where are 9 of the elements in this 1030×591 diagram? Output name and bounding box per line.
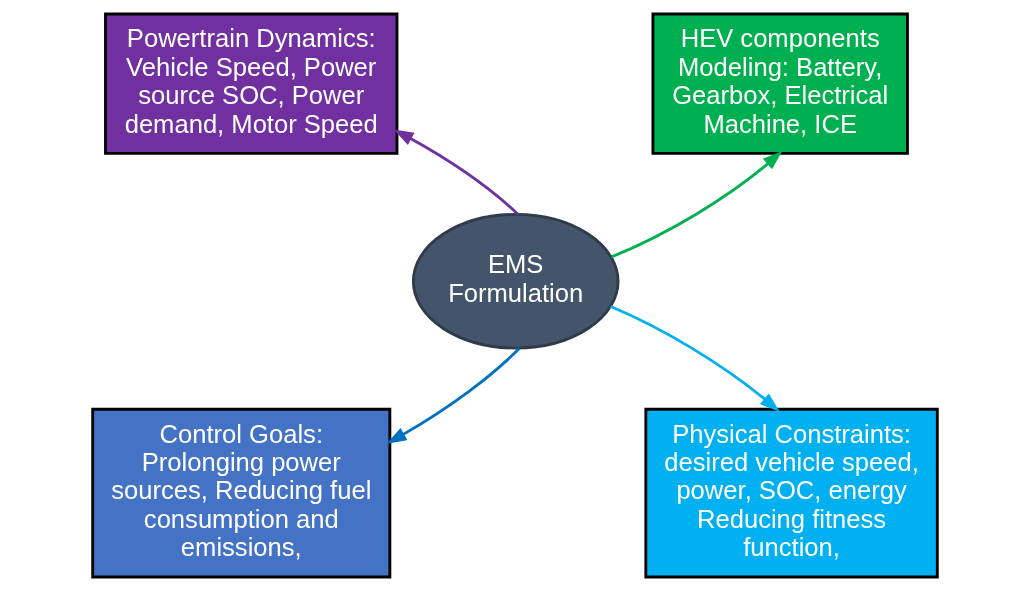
arrow [386, 347, 521, 444]
node-ellipse: EMS Formulation [411, 213, 620, 350]
arrow [393, 129, 519, 216]
node-box: Control Goals: Prolonging power sources, Reducing fuel consumption and emissions, [91, 407, 392, 579]
arrow [610, 305, 780, 412]
node-box: Physical Constraints: desired vehicle speed, power, SOC, energy Reducing fitness function, [644, 407, 939, 579]
arrow [611, 150, 783, 259]
node-box: HEV components Modeling: Battery, Gearbox, Electrical Machine, ICE [651, 12, 909, 155]
node-box: Powertrain Dynamics: Vehicle Speed, Power source SOC, Power demand, Motor Speed [104, 12, 399, 155]
